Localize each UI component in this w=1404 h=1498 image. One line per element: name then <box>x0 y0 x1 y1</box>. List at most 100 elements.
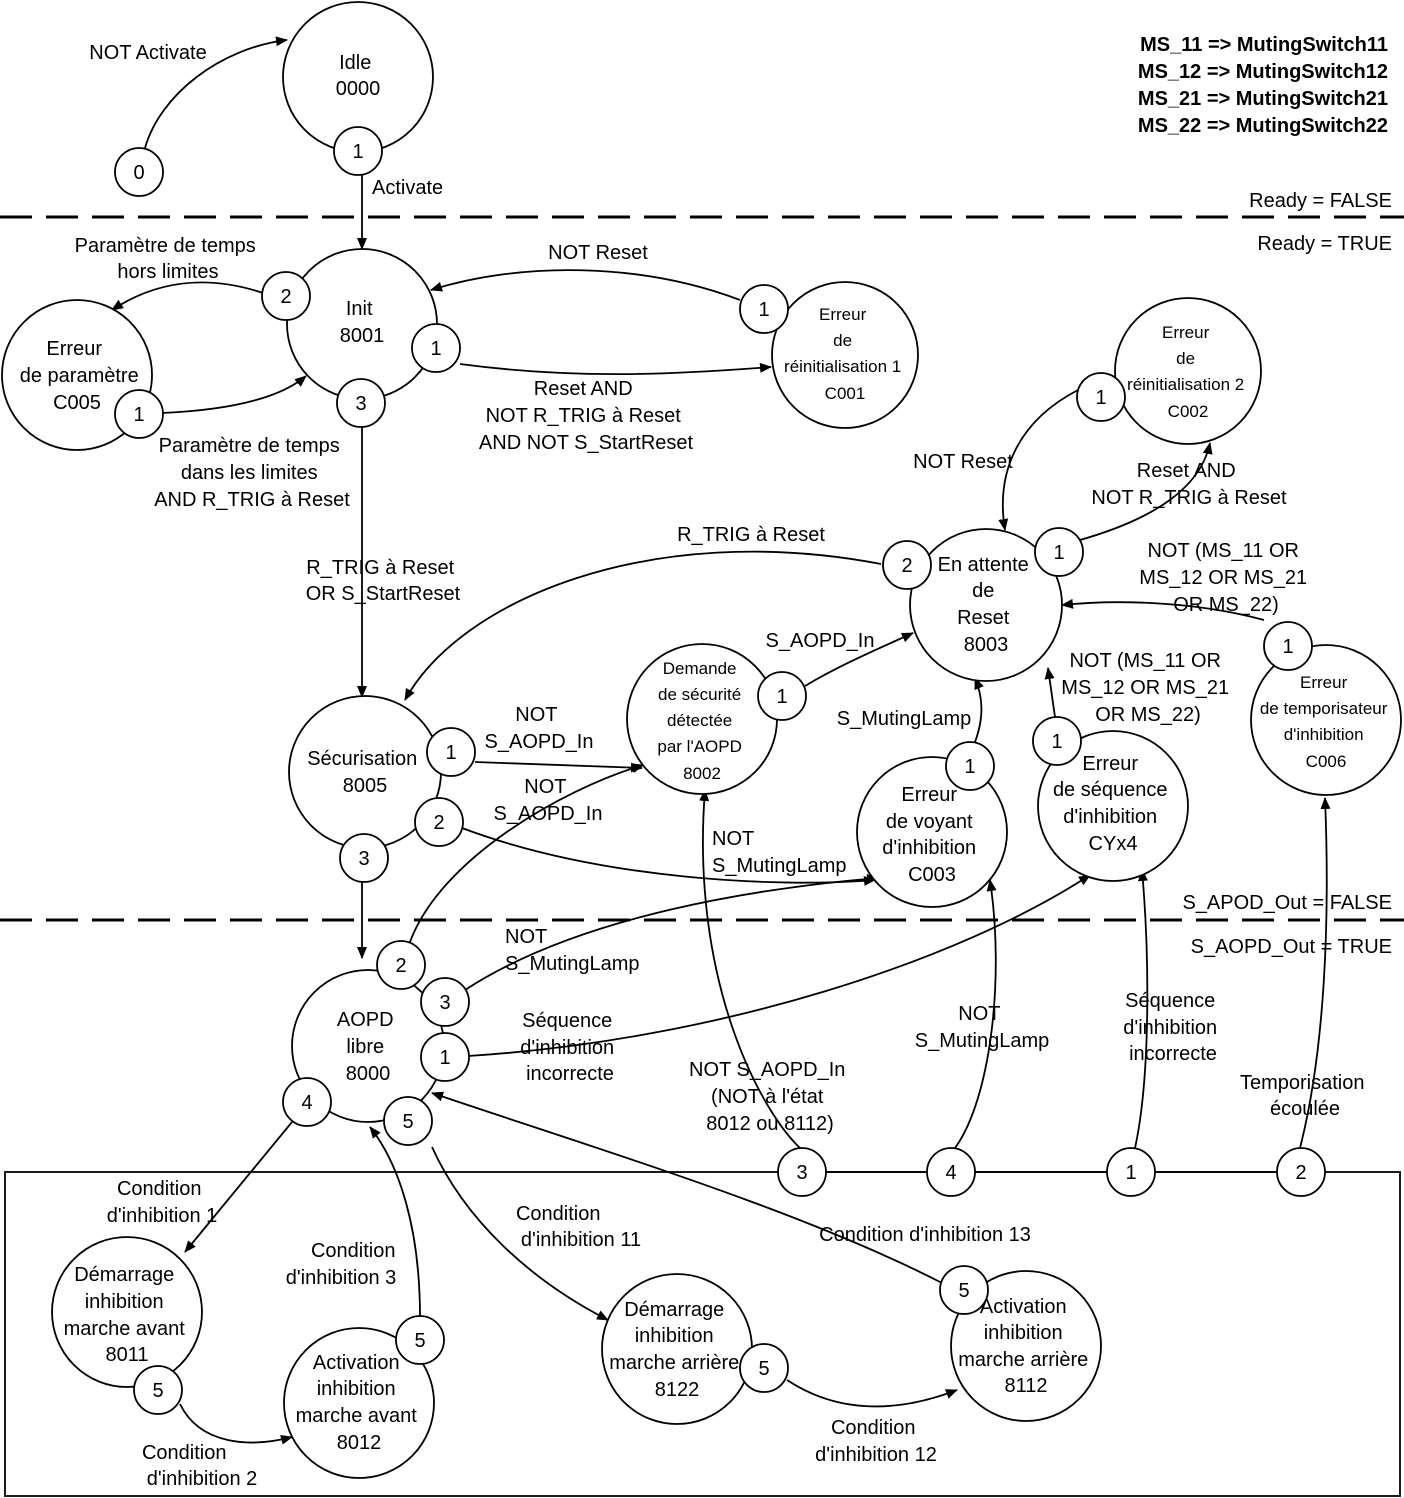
port: 5 <box>133 1365 183 1415</box>
edge-not-reset-init <box>430 269 741 301</box>
port: 5 <box>395 1315 445 1365</box>
transition-labels: NOT Activate Activate Paramètre de temps… <box>75 42 1370 1490</box>
svg-text:5: 5 <box>958 1280 969 1302</box>
edge-timeout <box>1299 797 1331 1149</box>
edge-cond-3 <box>369 1126 421 1318</box>
svg-text:2: 2 <box>395 955 406 977</box>
port: 4 <box>926 1147 976 1197</box>
edge-cond-11 <box>431 1146 609 1321</box>
legend-line: MS_21 => MutingSwitch21 <box>1138 88 1388 110</box>
ports: 0 1 2 1 3 1 1 1 2 1 1 2 3 1 1 1 1 2 3 1 … <box>114 126 1326 1415</box>
port: 1 <box>1032 716 1082 766</box>
transition-label-s-aopd-in: S_AOPD_In <box>766 630 875 652</box>
transition-label-rtrig-or-start: R_TRIG à Reset OR S_StartReset <box>306 557 461 605</box>
transition-label-not-reset-wait: NOT Reset <box>913 451 1013 473</box>
transition-label-not-lamp-sec: NOT S_MutingLamp <box>712 828 847 877</box>
transition-label-seq-incorrect-free: Séquence d'inhibition incorrecte <box>520 1010 619 1085</box>
transition-label-s-muting-lamp: S_MutingLamp <box>837 708 972 730</box>
state-label-init: Init 8001 <box>340 298 385 347</box>
transition-label-not-aopd-sec: NOT S_AOPD_In <box>485 704 594 753</box>
svg-text:0: 0 <box>133 162 144 184</box>
transition-label-seq-incorrect-box: Séquence d'inhibition incorrecte <box>1123 990 1222 1065</box>
state-timer-error <box>1250 644 1402 796</box>
svg-text:2: 2 <box>280 286 291 308</box>
legend-line: MS_22 => MutingSwitch22 <box>1138 115 1388 137</box>
port: 5 <box>383 1096 433 1146</box>
port: 1 <box>333 126 383 176</box>
edge-seq-incorrect-free <box>467 874 1091 1057</box>
edge-not-lamp-box <box>954 879 997 1149</box>
edge-cond-12 <box>786 1379 958 1408</box>
svg-text:1: 1 <box>1053 542 1064 564</box>
svg-text:1: 1 <box>1125 1162 1136 1184</box>
transition-label-not-aopd-box: NOT S_AOPD_In (NOT à l'état 8012 ou 8112… <box>689 1059 851 1135</box>
edge-s-aopd-in <box>804 632 914 687</box>
svg-text:1: 1 <box>439 1047 450 1069</box>
svg-text:5: 5 <box>402 1111 413 1133</box>
edge-not-lamp-free <box>464 873 879 991</box>
muting-substate-frame <box>4 1171 1401 1497</box>
transition-label-not-lamp-box: NOT S_MutingLamp <box>915 1003 1050 1052</box>
edge-reset-and-init <box>459 362 772 376</box>
transition-label-not-lamp-free: NOT S_MutingLamp <box>505 926 640 975</box>
edge-reset-and-wait <box>1079 442 1213 541</box>
svg-text:1: 1 <box>1051 731 1062 753</box>
edge-not-aopd-sec <box>474 761 643 773</box>
port: 1 <box>114 389 164 439</box>
port: 1 <box>739 284 789 334</box>
port: 1 <box>420 1032 470 1082</box>
zone-label-aopd-true: S_AOPD_Out = TRUE <box>1191 936 1392 958</box>
edge-not-aopd-free <box>409 763 644 943</box>
port: 1 <box>945 741 995 791</box>
transition-label-not-ms-timer: NOT (MS_11 OR MS_12 OR MS_21 OR MS_22) <box>1139 540 1312 616</box>
transition-label-not-reset-init: NOT Reset <box>548 242 648 264</box>
state-label-sequence-error: Erreur de séquence d'inhibition CYx4 <box>1053 753 1173 855</box>
transition-label-not-activate: NOT Activate <box>89 42 206 64</box>
zone-label-aopd-false: S_APOD_Out = FALSE <box>1182 892 1392 914</box>
svg-text:2: 2 <box>1295 1162 1306 1184</box>
svg-text:1: 1 <box>776 686 787 708</box>
svg-text:1: 1 <box>133 404 144 426</box>
transition-label-cond-1: Condition d'inhibition 1 <box>107 1178 218 1227</box>
state-label-wait-reset: En attente de Reset 8003 <box>938 554 1035 656</box>
port: 1 <box>1263 621 1313 671</box>
edge-seq-incorrect-box <box>1134 869 1149 1149</box>
state-label-timer-error: Erreur de temporisateur d'inhibition C00… <box>1260 673 1392 771</box>
transition-label-param-out: Paramètre de temps hors limites <box>75 235 262 283</box>
port: 3 <box>777 1147 827 1197</box>
edge-not-reset-wait <box>998 389 1079 531</box>
port: 5 <box>939 1265 989 1315</box>
edge-s-muting-lamp <box>974 677 984 743</box>
state-label-start-reverse: Démarrage inhibition marche arrière 8122 <box>609 1299 745 1401</box>
port: 1 <box>1034 527 1084 577</box>
svg-text:5: 5 <box>758 1358 769 1380</box>
transition-label-cond-2: Condition d'inhibition 2 <box>142 1442 257 1490</box>
state-label-active-reverse: Activation inhibition marche arrière 811… <box>958 1296 1094 1397</box>
state-start-reverse <box>601 1273 753 1425</box>
transition-label-rtrig-wait: R_TRIG à Reset <box>677 524 825 546</box>
state-sequence-error <box>1037 730 1189 882</box>
edge-cond-2 <box>179 1403 293 1445</box>
port: 1 <box>411 323 461 373</box>
svg-text:1: 1 <box>758 299 769 321</box>
edge-rtrig-wait <box>404 550 882 701</box>
transition-label-reset-and-wait: Reset AND NOT R_TRIG à Reset <box>1091 460 1287 509</box>
port: 1 <box>757 671 807 721</box>
state-label-idle: Idle 0000 <box>336 52 381 100</box>
svg-text:2: 2 <box>901 555 912 577</box>
transition-label-not-aopd-free: NOT S_AOPD_In <box>494 776 603 825</box>
port: 3 <box>336 378 386 428</box>
svg-text:5: 5 <box>414 1330 425 1352</box>
port: 2 <box>882 540 932 590</box>
state-active-reverse <box>950 1270 1102 1422</box>
transition-label-timeout: Temporisation écoulée <box>1240 1072 1370 1120</box>
state-start-forward <box>51 1236 203 1388</box>
zone-label-ready-true: Ready = TRUE <box>1257 233 1392 255</box>
svg-text:3: 3 <box>796 1162 807 1184</box>
transition-label-cond-3: Condition d'inhibition 3 <box>286 1240 401 1289</box>
transition-label-cond-11: Condition d'inhibition 11 <box>516 1203 641 1251</box>
port: 3 <box>420 977 470 1027</box>
legend: MS_11 => MutingSwitch11 MS_12 => MutingS… <box>1138 34 1388 137</box>
state-init <box>286 248 438 400</box>
